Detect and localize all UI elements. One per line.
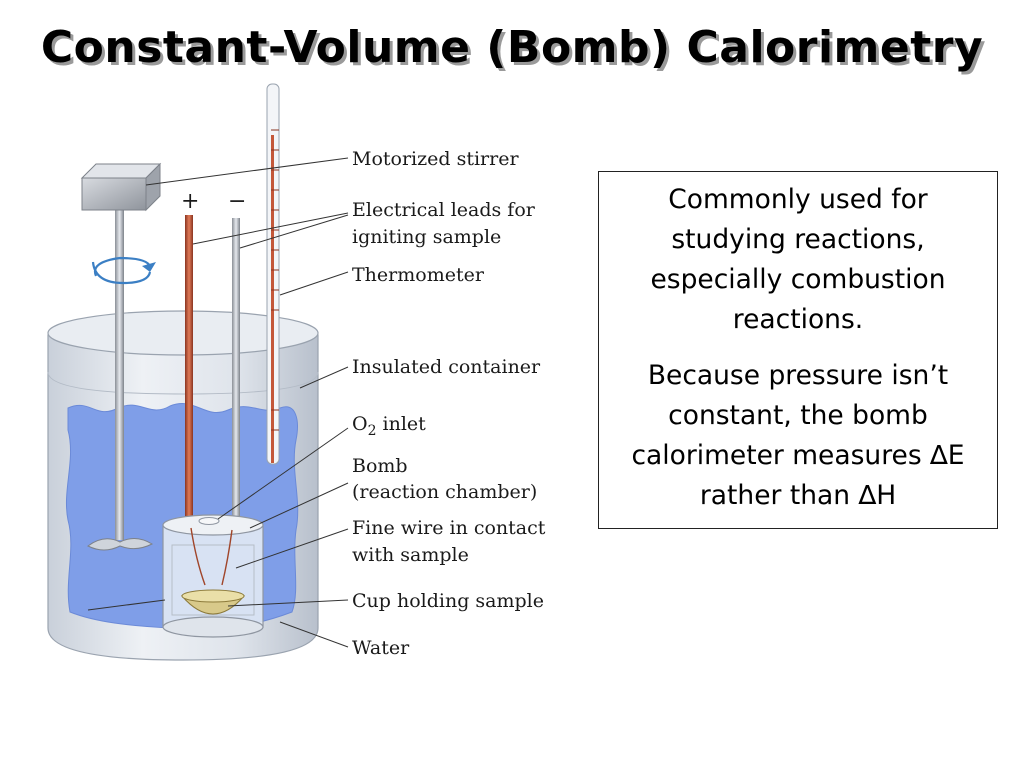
stirrer	[87, 205, 154, 551]
thermometer	[266, 83, 280, 465]
positive-lead	[185, 215, 193, 525]
label-electrical-leads-line2: igniting sample	[352, 226, 501, 248]
sample-cup	[180, 589, 246, 615]
label-o2-subscript: 2	[368, 423, 377, 439]
leader-lines	[87, 157, 349, 648]
label-fine-wire-line1: Fine wire in contact	[352, 517, 546, 539]
lead-plus-sign: +	[181, 189, 199, 214]
bomb-chamber	[162, 514, 264, 638]
slide-title: Constant-Volume (Bomb) Calorimetry	[40, 22, 984, 73]
label-motorized-stirrer: Motorized stirrer	[352, 148, 519, 170]
label-water: Water	[352, 637, 410, 659]
label-electrical-leads-line1: Electrical leads for	[352, 199, 536, 221]
label-insulated-container: Insulated container	[352, 356, 541, 378]
info-paragraph-usage: Commonly used for studying reactions, es…	[650, 184, 946, 335]
label-o2-inlet: O2 inlet	[352, 413, 426, 439]
label-o2-suffix: inlet	[377, 413, 427, 435]
info-paragraph-pressure: Because pressure isn’t constant, the bom…	[631, 360, 965, 511]
stirrer-motor-box	[80, 162, 162, 212]
label-thermometer: Thermometer	[352, 264, 485, 286]
label-bomb-line2: (reaction chamber)	[352, 481, 537, 503]
lead-minus-sign: −	[228, 189, 246, 214]
label-cup-holding-sample: Cup holding sample	[352, 590, 544, 612]
label-fine-wire-line2: with sample	[352, 544, 469, 566]
info-box: Commonly used for studying reactions, es…	[598, 171, 998, 529]
negative-lead	[232, 218, 240, 528]
rotation-arrow-icon	[91, 256, 156, 285]
label-o2-prefix: O	[352, 413, 368, 435]
label-bomb-line1: Bomb	[352, 455, 408, 477]
fine-wire	[190, 527, 233, 586]
